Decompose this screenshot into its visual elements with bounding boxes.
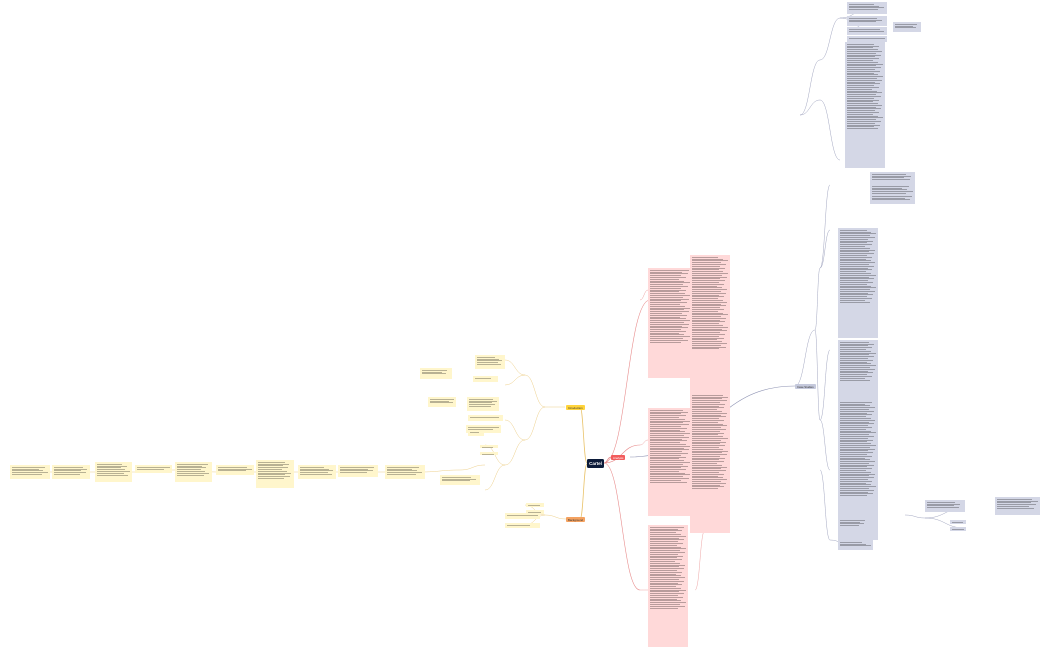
branch-introduction[interactable]: Introduction	[566, 405, 585, 410]
topic-text-block[interactable]	[216, 465, 254, 475]
topic-text-block[interactable]	[838, 340, 878, 400]
topic-text-block[interactable]	[870, 194, 915, 204]
connector-line	[524, 374, 546, 408]
branch-analysis[interactable]: Analysis	[611, 455, 626, 460]
topic-text-block[interactable]	[95, 462, 132, 482]
connector-line	[484, 464, 506, 491]
topic-text-block[interactable]	[690, 393, 730, 533]
topic-text-block[interactable]	[648, 408, 693, 516]
connector-line	[814, 267, 821, 331]
topic-text-block[interactable]	[135, 465, 172, 473]
connector-line	[484, 444, 506, 466]
connector-line	[504, 419, 526, 441]
topic-text-block[interactable]	[847, 2, 887, 14]
connector-line	[819, 469, 831, 541]
connector-line	[579, 463, 588, 520]
topic-text-block[interactable]	[505, 513, 540, 519]
connector-line	[819, 184, 831, 269]
topic-text-block[interactable]	[648, 525, 688, 647]
connector-line	[579, 406, 588, 464]
connector-line	[544, 514, 567, 520]
branch-case-studies[interactable]: Case Studies	[795, 384, 816, 389]
connector-line	[799, 99, 821, 116]
connector-line	[694, 529, 706, 591]
topic-text-block[interactable]	[648, 268, 693, 378]
topic-text-block[interactable]	[838, 400, 878, 540]
topic-text-block[interactable]	[845, 42, 885, 168]
connector-line	[524, 406, 546, 441]
topic-text-block[interactable]	[925, 500, 965, 512]
central-topic[interactable]: Cartel	[587, 459, 604, 468]
topic-text-block[interactable]	[52, 465, 90, 479]
connector-line	[603, 462, 641, 591]
topic-text-block[interactable]	[467, 397, 499, 411]
connector-line	[504, 359, 526, 376]
topic-text-block[interactable]	[893, 22, 921, 32]
topic-text-block[interactable]	[466, 425, 501, 433]
connector-line	[819, 349, 831, 421]
topic-text-block[interactable]	[480, 452, 498, 455]
connector-line	[504, 374, 526, 386]
connector-line	[504, 439, 526, 466]
connector-line	[799, 59, 821, 116]
topic-text-block[interactable]	[420, 368, 452, 379]
topic-text-block[interactable]	[950, 520, 966, 524]
connector-line	[419, 469, 461, 473]
topic-text-block[interactable]	[468, 430, 484, 436]
topic-text-block[interactable]	[385, 465, 425, 479]
topic-text-block[interactable]	[505, 523, 540, 528]
connector-line	[794, 329, 816, 387]
topic-text-block[interactable]	[847, 36, 887, 42]
topic-text-block[interactable]	[10, 465, 50, 479]
topic-text-block[interactable]	[950, 527, 966, 531]
connector-line	[819, 17, 841, 61]
topic-text-block[interactable]	[526, 503, 544, 507]
topic-text-block[interactable]	[440, 475, 480, 485]
connector-line	[819, 99, 841, 161]
topic-text-block[interactable]	[428, 397, 456, 407]
connector-line	[819, 229, 831, 269]
topic-text-block[interactable]	[475, 355, 505, 369]
connector-line	[639, 289, 649, 301]
connector-line	[603, 299, 651, 464]
topic-text-block[interactable]	[298, 465, 336, 479]
topic-text-block[interactable]	[870, 172, 915, 184]
topic-text-block[interactable]	[480, 445, 498, 448]
topic-text-block[interactable]	[338, 465, 378, 477]
branch-background[interactable]: Background	[566, 517, 585, 522]
topic-text-block[interactable]	[838, 540, 873, 550]
topic-text-block[interactable]	[175, 462, 212, 482]
connector-line	[814, 329, 821, 421]
topic-text-block[interactable]	[256, 460, 294, 488]
topic-text-block[interactable]	[838, 518, 868, 530]
topic-text-block[interactable]	[526, 510, 544, 514]
topic-text-block[interactable]	[995, 497, 1040, 515]
topic-text-block[interactable]	[847, 16, 887, 26]
connector-line	[904, 514, 926, 519]
connector-line	[819, 419, 831, 471]
topic-text-block[interactable]	[473, 376, 498, 382]
topic-text-block[interactable]	[690, 255, 730, 393]
topic-text-block[interactable]	[468, 415, 503, 421]
connector-line	[603, 444, 641, 464]
topic-text-block[interactable]	[847, 27, 887, 35]
connector-line	[459, 464, 486, 471]
topic-text-block[interactable]	[838, 228, 878, 338]
connector-line	[639, 439, 649, 446]
